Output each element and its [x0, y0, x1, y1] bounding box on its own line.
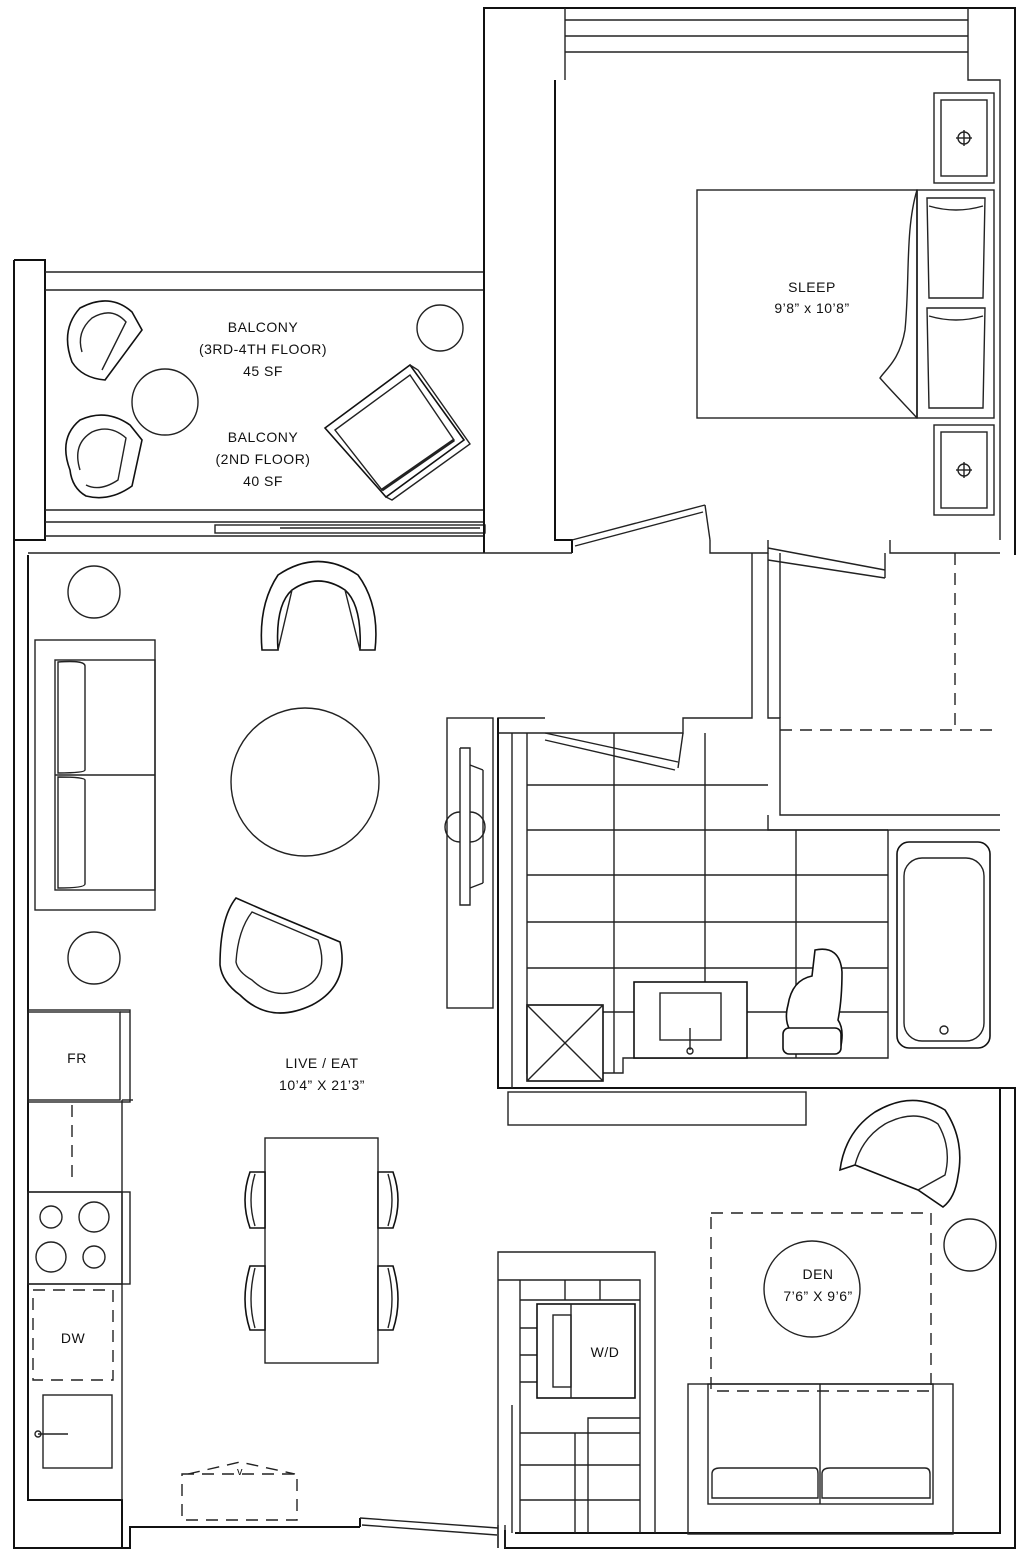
coffee-table [230, 707, 380, 857]
balcony: BALCONY (3RD-4TH FLOOR) 45 SF BALCONY (2… [64, 300, 471, 501]
live-eat-room-size: 10’4” X 21’3” [279, 1077, 365, 1093]
dishwasher-label: DW [61, 1330, 86, 1346]
living-area: LIVE / EAT 10’4” X 21’3” [34, 560, 494, 1364]
closet [497, 547, 1000, 816]
washer-dryer-label: W/D [591, 1344, 620, 1360]
live-eat-room-name: LIVE / EAT [285, 1055, 358, 1071]
balcony-upper-area: 45 SF [243, 363, 283, 379]
den: W/D DEN 7’6” X 9’6” [497, 1091, 997, 1548]
bathroom [497, 718, 1000, 1089]
balcony-lower-floors: (2ND FLOOR) [216, 451, 311, 467]
entry [359, 1517, 506, 1548]
den-room-size: 7’6” X 9’6” [783, 1288, 852, 1304]
vent-label: v [237, 1466, 243, 1478]
sleep-room-name: SLEEP [788, 279, 836, 295]
bedroom: SLEEP 9’8” x 10’8” [571, 92, 995, 547]
balcony-upper-name: BALCONY [228, 319, 299, 335]
dining-table [264, 1137, 379, 1364]
sleep-room-size: 9’8” x 10’8” [774, 300, 849, 316]
den-room-name: DEN [802, 1266, 833, 1282]
exterior-walls [13, 7, 1016, 1549]
balcony-lower-name: BALCONY [228, 429, 299, 445]
balcony-upper-floors: (3RD-4TH FLOOR) [199, 341, 327, 357]
kitchen: FR DW v [27, 1009, 298, 1521]
balcony-lower-area: 40 SF [243, 473, 283, 489]
fridge-label: FR [67, 1050, 87, 1066]
